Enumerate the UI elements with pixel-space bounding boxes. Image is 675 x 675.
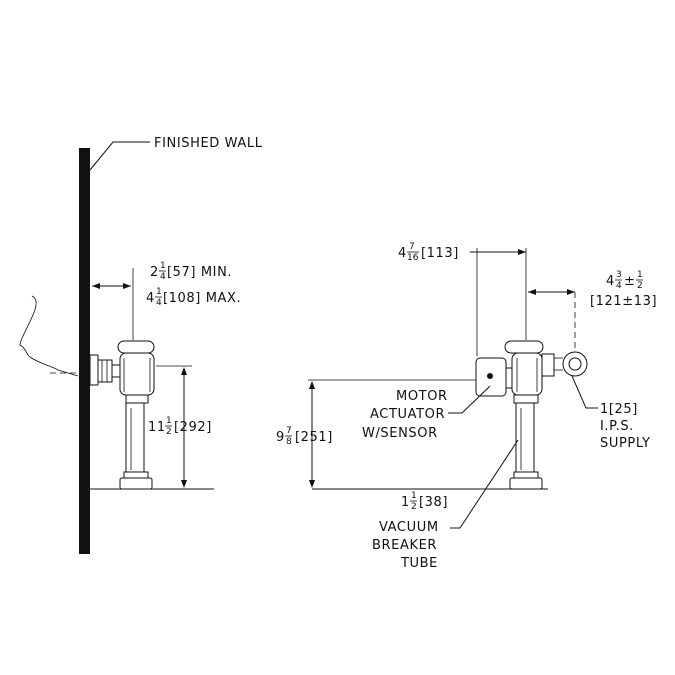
supply-label-3: SUPPLY	[600, 436, 651, 451]
dim-121-whole: 4	[606, 274, 615, 289]
dim-113-rest: [113]	[421, 246, 459, 261]
dim-max-num: 1	[156, 287, 162, 297]
dim-113-num: 7	[409, 242, 415, 252]
dim-292-arrow-bottom	[181, 480, 187, 488]
supply-tube	[111, 364, 121, 378]
supply-inlet-inner	[568, 357, 582, 371]
supply-nut	[541, 353, 555, 377]
dim-min-den: 4	[160, 272, 166, 282]
tube-whole: 1	[401, 495, 410, 510]
dim-121-num2: 1	[637, 270, 643, 280]
dim-121-den2: 2	[637, 281, 643, 291]
spud-right	[509, 477, 543, 490]
valve-collar-left	[125, 394, 149, 404]
dim-121-pm: ±	[624, 274, 636, 289]
valve-body-right	[511, 352, 543, 396]
tube-den: 2	[411, 502, 417, 512]
dim-292-den: 2	[166, 427, 172, 437]
dim-121-rest: [121±13]	[590, 294, 657, 309]
supply-leader	[571, 375, 598, 409]
tube-label-3: TUBE	[400, 556, 438, 571]
dim-121-num: 3	[616, 270, 622, 280]
dim-113-arrow-right	[518, 249, 526, 255]
dim-292-whole: 11	[148, 420, 166, 435]
dim-min-num: 1	[160, 261, 166, 271]
supply-label-2: I.P.S.	[600, 419, 634, 434]
supply-label-1: 1[25]	[600, 402, 638, 417]
dim-251-den: 8	[286, 437, 292, 447]
wall-leader	[89, 141, 150, 171]
vacuum-breaker-tube-right	[515, 402, 535, 476]
vacuum-breaker-tube-left	[125, 402, 145, 476]
dim-max-den: 4	[156, 298, 162, 308]
valve-cap-left	[117, 340, 155, 354]
dim-113-whole: 4	[398, 246, 407, 261]
dim-121-arrow-left	[528, 289, 536, 295]
dim-113-den: 16	[407, 253, 419, 263]
wall-flange	[89, 354, 99, 386]
dim-251-arrow-bottom	[309, 480, 315, 488]
motor-label-2: ACTUATOR	[370, 407, 445, 422]
valve-body-left	[119, 352, 155, 396]
supply-stop	[97, 359, 113, 383]
tube-rest: [38]	[419, 495, 448, 510]
dim-251-num: 7	[286, 426, 292, 436]
dim-251-arrow-top	[309, 381, 315, 389]
dim-max-rest: [108] MAX.	[163, 291, 241, 306]
dim-251-rest: [251]	[295, 430, 333, 445]
tube-label-2: BREAKER	[372, 538, 437, 553]
tube-collar-right	[513, 471, 539, 479]
valve-cap-right	[504, 340, 544, 354]
tube-collar-left	[123, 471, 149, 479]
finished-wall-label: FINISHED WALL	[154, 136, 263, 151]
dim-min-arrow-right	[123, 283, 131, 289]
dim-292-num: 1	[166, 416, 172, 426]
dim-min-arrow-left	[92, 283, 100, 289]
dim-min-whole: 2	[150, 265, 159, 280]
spud-left	[119, 477, 153, 490]
dim-121-den: 4	[616, 281, 622, 291]
dim-min-rest: [57] MIN.	[167, 265, 232, 280]
dim-292-rest: [292]	[174, 420, 212, 435]
tube-num: 1	[411, 491, 417, 501]
motor-leader	[448, 385, 491, 414]
motor-label-3: W/SENSOR	[362, 426, 438, 441]
dim-292-arrow-top	[181, 367, 187, 375]
tube-leader	[450, 439, 519, 529]
dim-max-whole: 4	[146, 291, 155, 306]
finished-wall	[79, 148, 90, 554]
sensor-wire	[19, 295, 79, 377]
motor-label-1: MOTOR	[396, 389, 448, 404]
dim-121-arrow-right	[567, 289, 575, 295]
dim-251-whole: 9	[276, 430, 285, 445]
sensor-eye	[487, 373, 493, 379]
tube-label-1: VACUUM	[379, 520, 439, 535]
valve-collar-right	[513, 394, 539, 404]
